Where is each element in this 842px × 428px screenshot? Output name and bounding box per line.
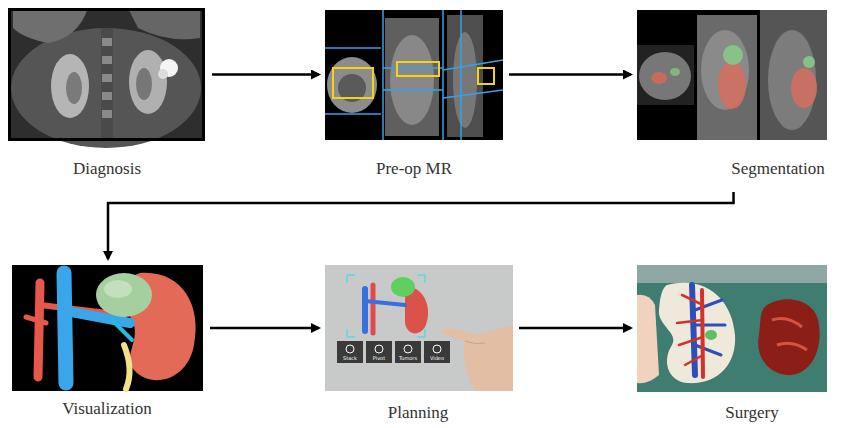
panel-caption: Segmentation	[731, 159, 824, 179]
menu-label: Stack	[343, 356, 357, 361]
3d-model-image	[12, 265, 203, 391]
flow-arrow	[212, 73, 319, 76]
flow-arrow	[210, 327, 319, 330]
flow-arrow	[519, 327, 631, 330]
image-panel: Planning	[325, 265, 513, 423]
flow-arrow	[509, 73, 631, 76]
menu-label: Video	[430, 356, 444, 361]
image-panel: Pre-op MR	[325, 8, 503, 184]
hologram-image	[325, 265, 513, 391]
panel-caption: Visualization	[62, 399, 152, 419]
surgery-photo	[637, 265, 827, 392]
segmentation-image	[637, 10, 827, 140]
image-panel: Visualization	[12, 265, 204, 423]
panel-caption: Planning	[388, 403, 448, 423]
panel-caption: Diagnosis	[73, 159, 141, 179]
panel-caption: Surgery	[725, 403, 779, 423]
image-panel: Segmentation	[637, 8, 832, 184]
panel-caption: Pre-op MR	[376, 159, 452, 179]
flow-arrow	[108, 192, 734, 259]
image-panel: Diagnosis	[8, 8, 206, 184]
mri-image	[8, 8, 205, 148]
mr-planes-image	[325, 10, 503, 140]
menu-label: Tumors	[399, 356, 417, 361]
menu-label: Pivot	[373, 356, 385, 361]
image-panel: Surgery	[637, 265, 827, 423]
